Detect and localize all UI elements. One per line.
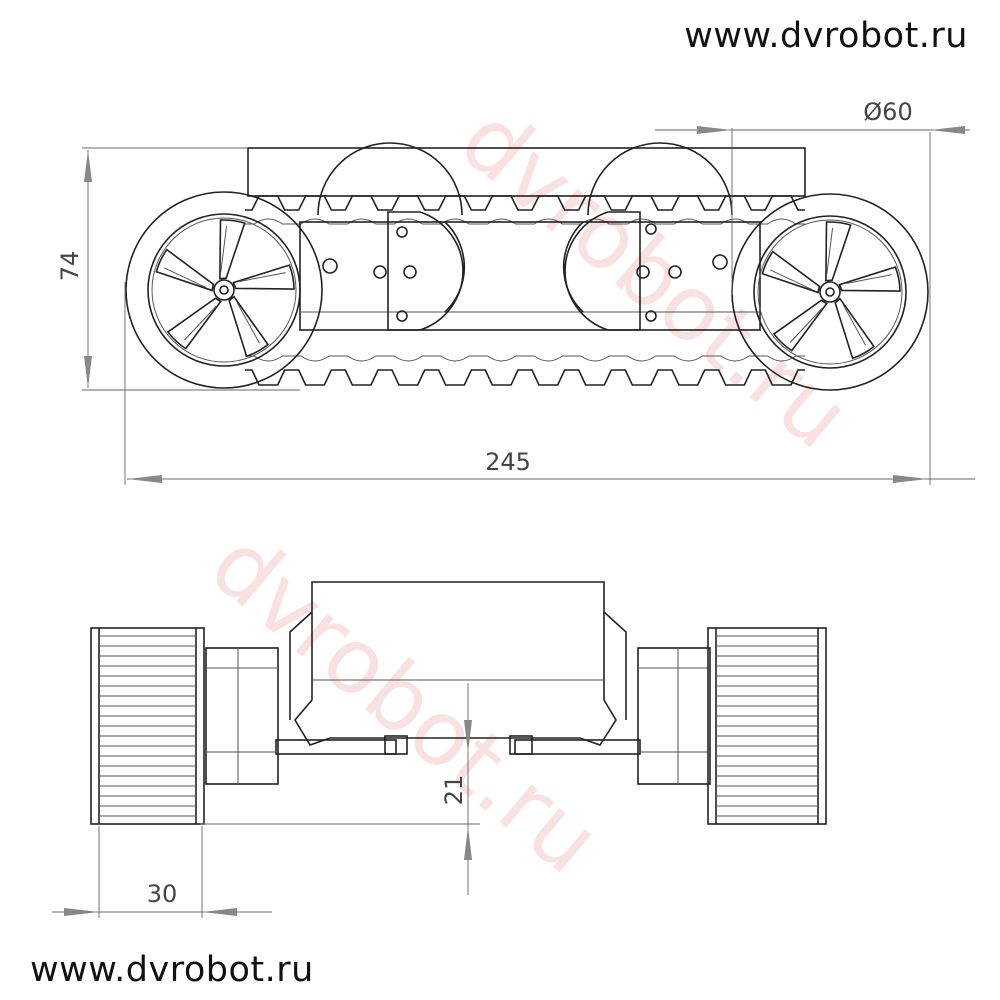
height-label: 74	[56, 251, 84, 282]
clearance-label: 21	[440, 775, 468, 806]
left-drive-hub	[317, 142, 463, 216]
wheel-spoke	[219, 219, 246, 280]
wheel-spoke	[772, 299, 828, 352]
wheel-diameter-label: Ø60	[863, 98, 912, 126]
website-footer[interactable]: www.dvrobot.ru	[30, 950, 314, 990]
dimension-wheel-diameter: Ø60	[655, 98, 970, 295]
length-label: 245	[485, 448, 531, 476]
upper-track	[245, 195, 805, 225]
wheel-spoke	[838, 266, 901, 292]
wheel-spoke	[834, 297, 876, 360]
left-axle	[275, 739, 397, 755]
right-drive-hub	[587, 142, 733, 216]
wheel-spoke	[761, 250, 821, 294]
wheel-spoke	[228, 295, 270, 358]
wheel-spoke	[232, 264, 295, 290]
lower-track	[245, 355, 805, 386]
dimension-length: 245	[124, 132, 975, 485]
right-axle	[514, 739, 641, 755]
website-header[interactable]: www.dvrobot.ru	[684, 16, 968, 56]
right-motor-block	[637, 647, 711, 785]
left-motor-housing	[387, 211, 464, 331]
wheel-spoke	[155, 248, 215, 292]
left-front-wheel	[90, 627, 205, 825]
track-teeth	[245, 195, 805, 211]
bolts	[322, 223, 728, 322]
wheel-spoke	[825, 221, 852, 282]
wheel-spoke	[166, 297, 222, 350]
left-motor-block	[205, 647, 279, 785]
front-body	[294, 581, 617, 746]
left-wheel	[125, 191, 323, 389]
right-motor-housing	[564, 211, 641, 331]
track-teeth	[245, 369, 805, 386]
dimension-ground-clearance: 21	[200, 683, 480, 895]
front-view	[90, 581, 827, 825]
wheel-width-label: 30	[147, 880, 178, 908]
dimension-height: 74	[56, 147, 300, 391]
right-front-wheel	[707, 627, 827, 825]
dimension-wheel-width: 30	[52, 826, 272, 918]
watermark-front: dvrobot.ru	[191, 511, 619, 894]
chassis-body	[247, 147, 806, 197]
